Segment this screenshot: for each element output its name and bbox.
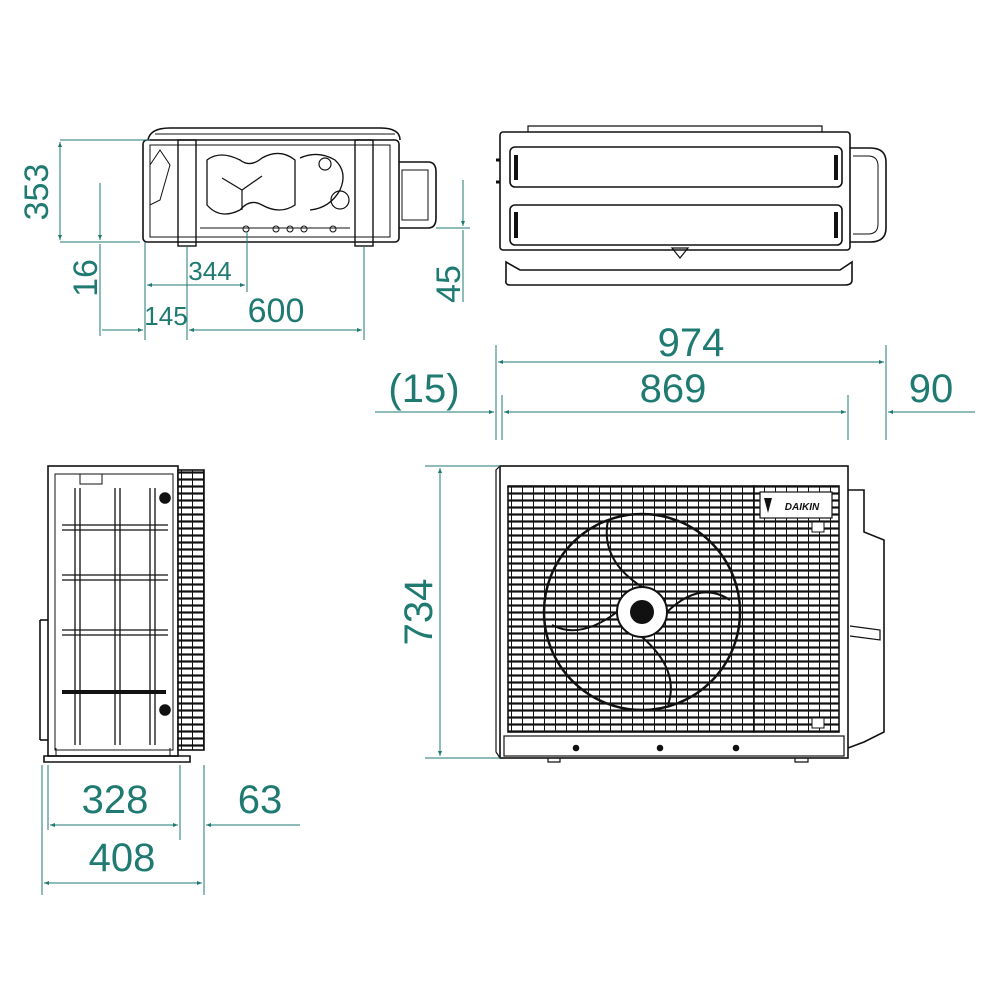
- plan-view-louver-upper: [509, 146, 843, 188]
- front-view-body: [499, 465, 849, 759]
- dim-869: 869: [640, 367, 707, 411]
- plan-view-valve-cover: [850, 147, 887, 243]
- side-view-grille: [177, 469, 205, 751]
- plan-view: [496, 125, 887, 286]
- side-view-panel-grid: [62, 488, 168, 745]
- plan-view-louver-lower: [509, 204, 843, 246]
- svg-text:DAIKIN: DAIKIN: [785, 502, 820, 513]
- dim-63: 63: [238, 778, 283, 822]
- dim-734: 734: [397, 579, 441, 646]
- width-dimensions: [375, 345, 975, 440]
- dim-974: 974: [658, 321, 725, 365]
- dim-328: 328: [82, 778, 149, 822]
- top-view-bracket-left: [177, 139, 197, 247]
- top-view-body: [142, 139, 400, 243]
- front-view-fan-ring: [542, 512, 742, 712]
- front-view-valve-cover: [847, 489, 885, 749]
- dim-15: (15): [388, 367, 459, 411]
- top-view-hood: [147, 127, 401, 141]
- front-view: DAIKIN: [495, 465, 885, 763]
- top-view-dimensions: [58, 139, 470, 340]
- side-view-body: [47, 465, 179, 757]
- top-view-valve-box: [399, 161, 437, 229]
- top-view-bracket-right: [354, 139, 374, 247]
- side-view: [39, 465, 205, 763]
- side-view-base: [43, 755, 191, 763]
- dim-353: 353: [18, 164, 56, 221]
- top-view-fitting: [330, 190, 350, 210]
- daikin-logo-mark: [764, 498, 772, 513]
- top-view: [142, 127, 437, 247]
- plan-view-body: [499, 131, 851, 251]
- side-view-dimensions: [41, 765, 300, 895]
- front-view-base: [503, 735, 845, 757]
- dim-16: 16: [67, 259, 105, 297]
- height-dimension: [425, 465, 500, 759]
- daikin-logo: [759, 491, 833, 519]
- dim-600: 600: [248, 292, 305, 330]
- side-view-bolt-top: [159, 492, 171, 504]
- plan-view-base: [505, 260, 853, 286]
- dim-145: 145: [144, 301, 187, 331]
- dim-90: 90: [909, 367, 954, 411]
- top-view-piping: [206, 152, 296, 215]
- front-view-side-grille: [753, 485, 840, 733]
- plan-view-front-marker: [670, 247, 690, 259]
- dim-344: 344: [188, 256, 231, 286]
- dim-45: 45: [430, 265, 468, 303]
- side-view-bolt-bottom: [159, 704, 171, 716]
- dim-408: 408: [89, 836, 156, 880]
